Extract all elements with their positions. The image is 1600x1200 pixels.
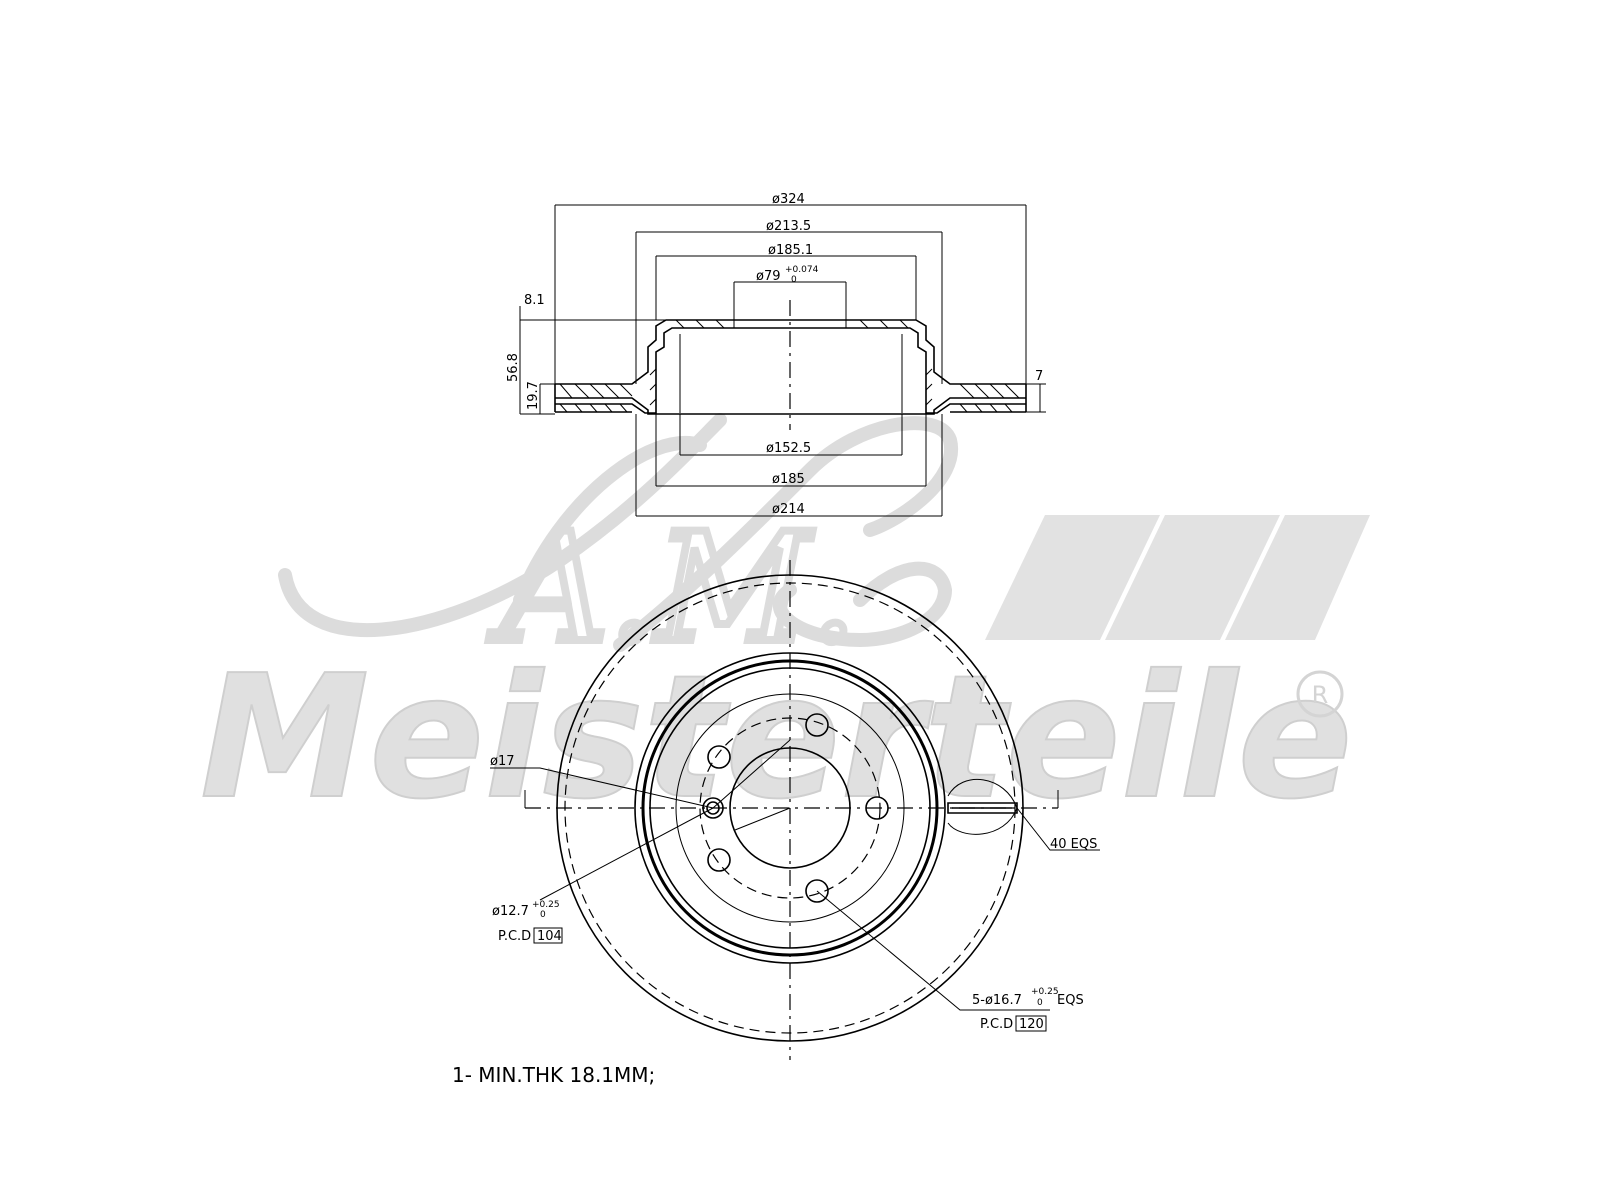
dim-hat-outer-top: ø213.5 <box>766 219 811 234</box>
dim-outer-diameter: ø324 <box>772 192 805 207</box>
watermark-logo-text: A.M. <box>488 502 857 676</box>
friction-ring-inner <box>634 652 946 964</box>
side-view: ø324 ø213.5 ø185.1 ø79 +0.074 0 8.1 56.8… <box>506 192 1046 517</box>
dim-hat-inner-bottom: ø185 <box>772 472 805 487</box>
outer-disc-edge <box>556 574 1024 1042</box>
dim-holes-spec: 5-ø16.7 <box>972 993 1022 1008</box>
watermark-stripes <box>985 515 1370 640</box>
dim-flange-thickness: 7 <box>1035 369 1043 384</box>
pcd-value-104: 104 <box>537 929 562 944</box>
pcd-circle <box>699 717 881 899</box>
watermark-brand-text: Meisterteile <box>200 639 1353 837</box>
dim-bolt-hole-dia: ø17 <box>490 754 515 769</box>
dim-center-hole: ø12.7 <box>492 904 529 919</box>
center-bore-circle <box>729 747 851 869</box>
dim-holes-tol-lower: 0 <box>1037 998 1043 1008</box>
dim-thickness-top: 8.1 <box>524 293 545 308</box>
side-dimensions <box>519 204 1046 517</box>
min-thickness-note: 1- MIN.THK 18.1MM; <box>452 1063 655 1087</box>
section-outline <box>554 319 1027 415</box>
registered-mark-circle <box>1296 670 1344 718</box>
bolt-hole <box>707 745 731 769</box>
dim-center-hole-tol-upper: +0.25 <box>532 900 560 910</box>
dim-center-hole-tol-lower: 0 <box>540 910 546 920</box>
wheel-center-hole <box>702 797 724 819</box>
dim-total-height: 56.8 <box>506 353 521 382</box>
bolt-hole <box>707 848 731 872</box>
section-hatching <box>559 319 1020 413</box>
dim-center-bore: ø79 <box>756 269 781 284</box>
pcd-label-104: P.C.D <box>498 929 531 944</box>
dim-hat-inner-top: ø185.1 <box>768 243 813 258</box>
bolt-hole <box>805 879 829 903</box>
pcd-label-120: P.C.D <box>980 1017 1013 1032</box>
dim-holes-tol-upper: +0.25 <box>1031 987 1059 997</box>
dim-center-bore-tol-lower: 0 <box>791 275 797 285</box>
watermark: A.M. Meisterteile R <box>199 413 1370 838</box>
dim-inner-bottom: ø152.5 <box>766 441 811 456</box>
front-view: ø17 40 EQS ø12.7 +0.25 0 P.C.D 104 5-ø16… <box>490 560 1100 1060</box>
bolt-hole <box>865 796 889 820</box>
vent-section <box>947 802 1018 814</box>
dim-disc-thickness: 19.7 <box>526 381 541 410</box>
bolt-holes <box>702 713 889 903</box>
pcd-value-120: 120 <box>1019 1017 1044 1032</box>
dim-holes-suffix: EQS <box>1057 993 1084 1008</box>
dim-vent-count: 40 EQS <box>1050 837 1097 852</box>
watermark-swoosh <box>278 413 959 652</box>
registered-mark: R <box>1312 681 1329 709</box>
dim-center-bore-tol-upper: +0.074 <box>785 265 819 275</box>
bolt-hole <box>805 713 829 737</box>
vent-circle-outer <box>564 582 1016 1034</box>
dim-hat-outer-bottom: ø214 <box>772 502 805 517</box>
leader-lines <box>490 739 1100 1011</box>
